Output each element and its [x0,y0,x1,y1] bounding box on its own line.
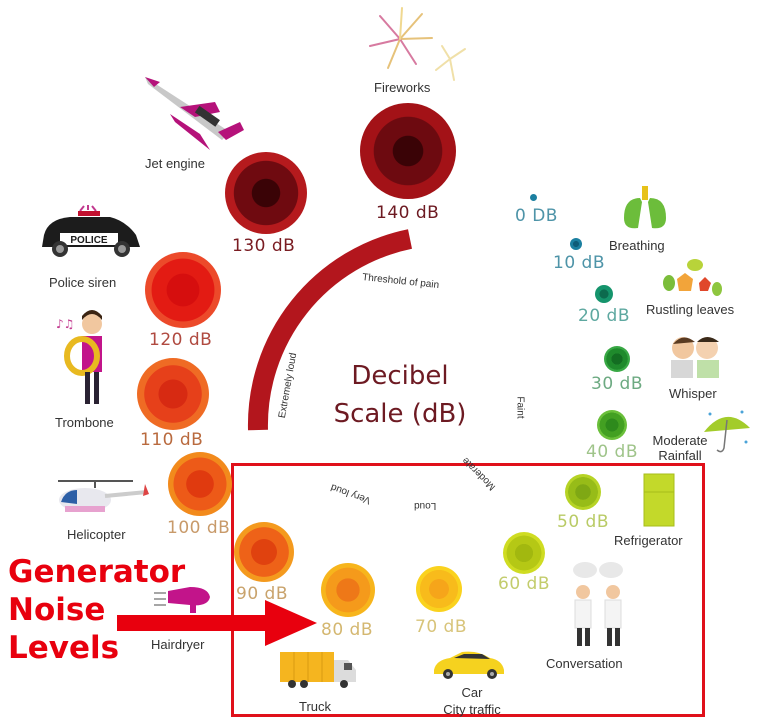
level-140-dot [360,103,456,199]
level-40-label: 40 dB [586,442,638,462]
svg-text:POLICE: POLICE [70,235,108,246]
whisper-icon [671,337,719,378]
level-110-dot [137,358,209,430]
helicopter-label: Helicopter [67,527,126,542]
helicopter-icon [58,480,149,512]
level-120-label: 120 dB [149,330,213,350]
fireworks-label: Fireworks [374,80,431,95]
level-130-label: 130 dB [232,236,296,256]
level-90-label: 90 dB [236,584,288,604]
page-title: Decibel Scale (dB) [330,357,470,433]
moderate-rainfall-label: Moderate Rainfall [645,433,715,463]
fireworks-icon [369,7,466,81]
truck-label: Truck [299,699,332,714]
rainfall-label-line-1: Moderate [652,433,708,448]
car-city-traffic-label: Car City traffic [437,684,507,718]
refrigerator-icon [643,473,675,527]
jet-engine-label: Jet engine [145,156,205,171]
level-60-dot [503,532,545,574]
generator-callout: Generator Noise Levels [8,553,185,667]
loud-label: Loud [414,500,437,511]
level-70-label: 70 dB [415,617,467,637]
level-40-dot [597,410,627,440]
level-10-label: 10 dB [553,253,605,273]
breathing-label: Breathing [609,238,665,253]
trombone-label: Trombone [55,415,114,430]
level-20-label: 20 dB [578,306,630,326]
police-siren-label: Police siren [49,275,117,290]
level-120-dot [145,252,221,328]
conversation-label: Conversation [546,656,623,671]
red-arrow-icon [117,600,317,646]
level-90-dot [234,522,294,582]
svg-text:♪♫: ♪♫ [56,317,74,331]
rainfall-label-line-2: Rainfall [658,448,702,463]
callout-line-1: Generator [8,554,186,590]
hairdryer-label: Hairdryer [151,637,205,652]
truck-icon [280,652,356,688]
level-50-dot [565,474,601,510]
level-110-label: 110 dB [140,430,204,450]
hairdryer-icon [154,587,210,613]
refrigerator-label: Refrigerator [614,533,683,548]
car-label-line-1: Car [461,685,483,700]
generator-highlight-box [231,463,705,717]
trombone-player-icon: ♪♫ [56,310,102,404]
level-140-label: 140 dB [376,203,440,223]
leaves-icon [663,259,722,296]
level-30-label: 30 dB [591,374,643,394]
title-line-2: Scale (dB) [333,399,467,429]
rustling-leaves-label: Rustling leaves [646,302,735,317]
car-label-line-2: City traffic [443,702,501,717]
umbrella-icon [704,410,750,453]
level-60-label: 60 dB [498,574,550,594]
title-line-1: Decibel [351,361,449,391]
car-icon [434,651,504,679]
level-0-dot [530,194,537,201]
callout-line-2: Noise [8,592,106,628]
police-car-icon: POLICE [42,205,140,257]
loudness-arc [247,229,413,431]
level-80-label: 80 dB [321,620,373,640]
level-100-label: 100 dB [167,518,231,538]
level-30-dot [604,346,630,372]
lungs-icon [624,186,666,229]
level-20-dot [595,285,613,303]
conversation-icon [573,562,623,646]
level-70-dot [416,566,462,612]
callout-line-3: Levels [8,630,120,666]
level-10-dot [570,238,582,250]
level-50-label: 50 dB [557,512,609,532]
level-100-dot [168,452,232,516]
whisper-label: Whisper [669,386,717,401]
level-80-dot [321,563,375,617]
jet-icon [145,77,244,150]
level-130-dot [225,152,307,234]
faint-label: Faint [514,396,526,419]
level-0-label: 0 DB [515,206,558,226]
